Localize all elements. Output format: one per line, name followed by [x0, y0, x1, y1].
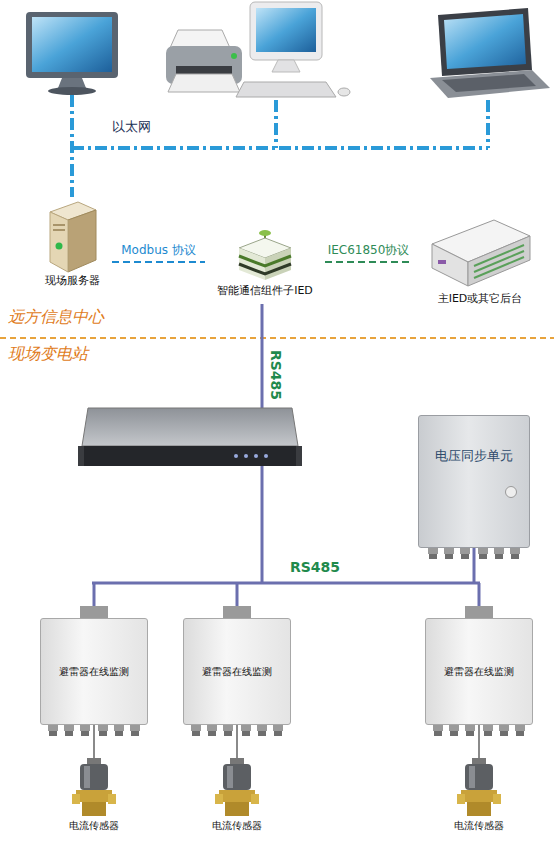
illustration-part: [272, 60, 300, 72]
illustration-part: [254, 454, 258, 458]
mount-bracket: [80, 606, 493, 618]
connector: [93, 725, 95, 758]
illustration-part: [444, 14, 526, 69]
current-sensor-icon: [457, 758, 501, 820]
sensor-node: 电流传感器: [54, 758, 134, 836]
illustration-part: [82, 408, 298, 446]
illustration-part: [78, 446, 84, 466]
illustration-part: [26, 12, 118, 78]
node-label: 电压同步单元: [435, 448, 513, 464]
sensor-node: 电流传感器: [197, 758, 277, 836]
illustration-part: [256, 8, 316, 52]
illustration-part: [236, 583, 239, 606]
illustration-part: [48, 87, 96, 95]
lcd-monitor: [26, 12, 118, 95]
cable-glands: [428, 548, 520, 559]
sync-unit-box: 电压同步单元: [418, 415, 530, 548]
laptop: [430, 8, 550, 98]
ied-icon: [233, 226, 297, 284]
connector: [112, 261, 205, 263]
illustration-part: [92, 582, 480, 585]
illustration-part: [442, 74, 536, 92]
node-label: 智能通信组件子IED: [217, 284, 313, 298]
server-node: 现场服务器: [32, 198, 112, 290]
host-device-icon: [424, 214, 536, 292]
node-label: 避雷器在线监测: [59, 666, 129, 678]
illustration-part: [234, 454, 238, 458]
node-label: 避雷器在线监测: [202, 666, 272, 678]
illustration-part: [338, 88, 350, 96]
connector: [325, 261, 412, 263]
server-icon: [44, 198, 100, 274]
node-label: 电流传感器: [69, 820, 119, 833]
monitor-box: 避雷器在线监测: [183, 618, 291, 725]
node-label: 现场服务器: [45, 274, 100, 288]
illustration-part: [32, 17, 112, 72]
illustration-part: [250, 2, 322, 60]
current-sensor-icon: [72, 758, 116, 820]
text-label: RS485: [290, 559, 340, 577]
illustration-part: [236, 82, 336, 97]
text-label: 远方信息中心: [8, 307, 104, 327]
sensor-node: 电流传感器: [439, 758, 519, 836]
node-label: 主IED或其它后台: [438, 292, 523, 306]
node-label: 避雷器在线监测: [444, 666, 514, 678]
illustration-part: [72, 146, 488, 150]
illustration-part: [296, 446, 302, 466]
illustration-part: [473, 548, 476, 583]
illustration-part: [264, 454, 268, 458]
host-node: 主IED或其它后台: [412, 214, 548, 314]
illustration-part: [168, 74, 240, 92]
region-divider: [0, 337, 554, 339]
illustration-part: [478, 583, 481, 606]
illustration-part: [223, 606, 251, 618]
illustration-part: [80, 606, 108, 618]
ied-node: 智能通信组件子IED: [205, 226, 325, 302]
text-label: 以太网: [112, 119, 151, 135]
node-label: 电流传感器: [454, 820, 504, 833]
rack-unit: [78, 408, 302, 466]
lock-knob: [505, 486, 517, 498]
illustration-part: [261, 466, 264, 583]
illustration-part: [438, 8, 532, 76]
monitor-box: 避雷器在线监测: [425, 618, 533, 725]
protocol-label: IEC61850协议: [326, 243, 412, 258]
connector: [478, 725, 480, 758]
illustration-part: [58, 78, 86, 88]
illustration-part: [465, 606, 493, 618]
desktop-computer: [236, 2, 350, 97]
current-sensor-icon: [215, 758, 259, 820]
node-label: 电流传感器: [212, 820, 262, 833]
text-label: 现场变电站: [8, 344, 88, 364]
illustration-part: [261, 304, 264, 409]
illustration-part: [82, 446, 298, 466]
illustration-part: [486, 100, 490, 148]
illustration-part: [170, 30, 230, 48]
ethernet-line: [72, 95, 488, 197]
protocol-label: Modbus 协议: [119, 243, 198, 258]
bus-label-vertical: RS485: [267, 350, 285, 400]
illustration-part: [93, 583, 96, 606]
monitor-box: 避雷器在线监测: [40, 618, 148, 725]
illustration-part: [274, 100, 278, 148]
connector: [236, 725, 238, 758]
illustration-part: [430, 70, 550, 98]
illustration-part: [231, 53, 237, 59]
illustration-part: [176, 66, 232, 74]
illustration-part: [244, 454, 248, 458]
printer: [166, 30, 242, 92]
